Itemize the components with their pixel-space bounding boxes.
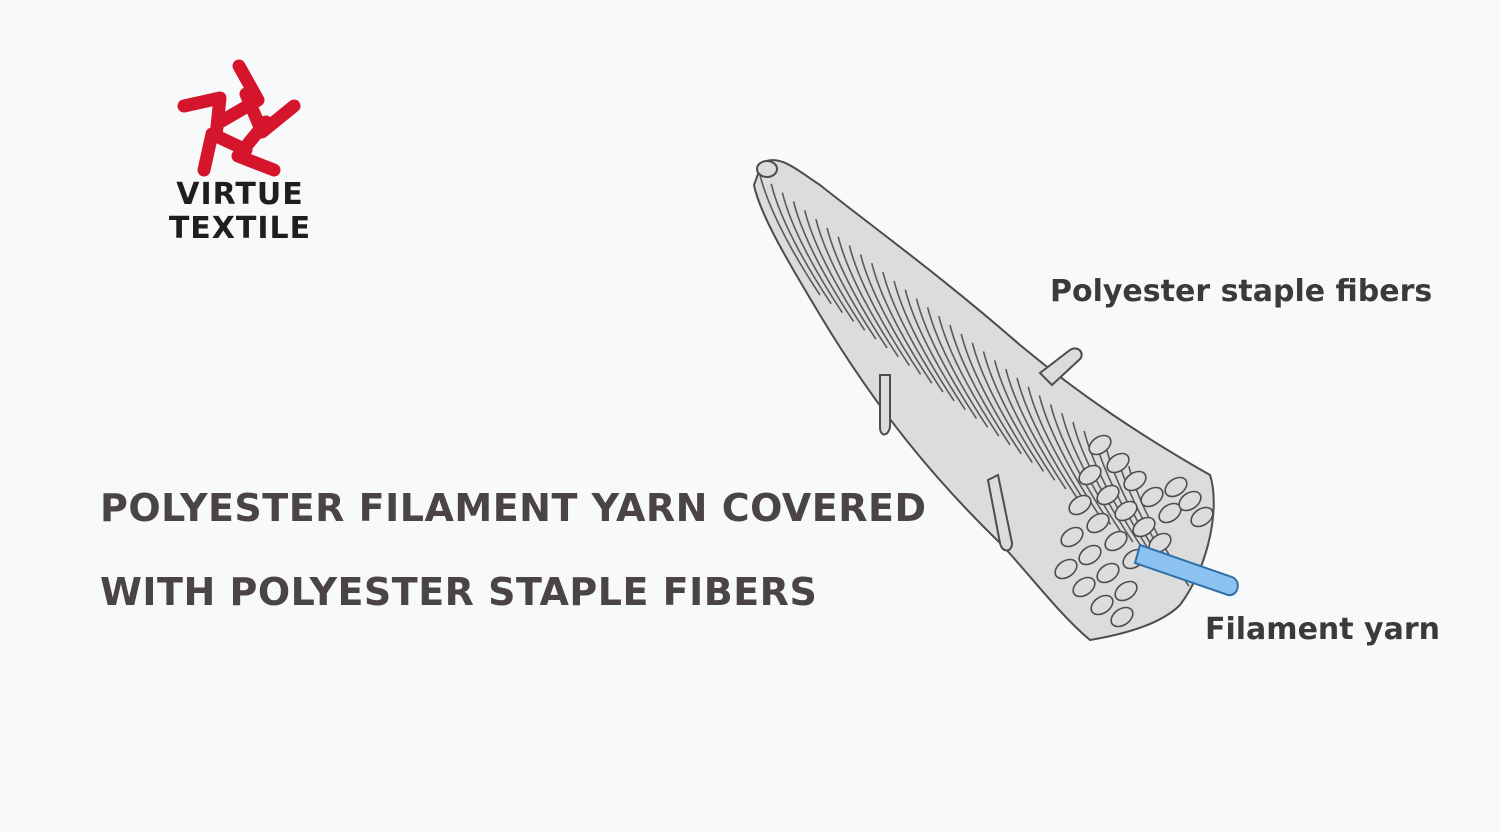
yarn-tip-end [757, 161, 777, 177]
brand-name-line1: VIRTUE [150, 178, 330, 212]
label-staple-fibers: Polyester staple fibers [1050, 274, 1432, 310]
yarn-diagram [740, 145, 1260, 655]
loose-fiber-2 [880, 375, 890, 435]
label-filament-yarn: Filament yarn [1205, 612, 1440, 648]
yarn-bundle [754, 160, 1214, 640]
brand-name-line2: TEXTILE [150, 212, 330, 246]
star-logo-icon [176, 58, 302, 178]
brand-logo: VIRTUE TEXTILE [150, 50, 330, 250]
